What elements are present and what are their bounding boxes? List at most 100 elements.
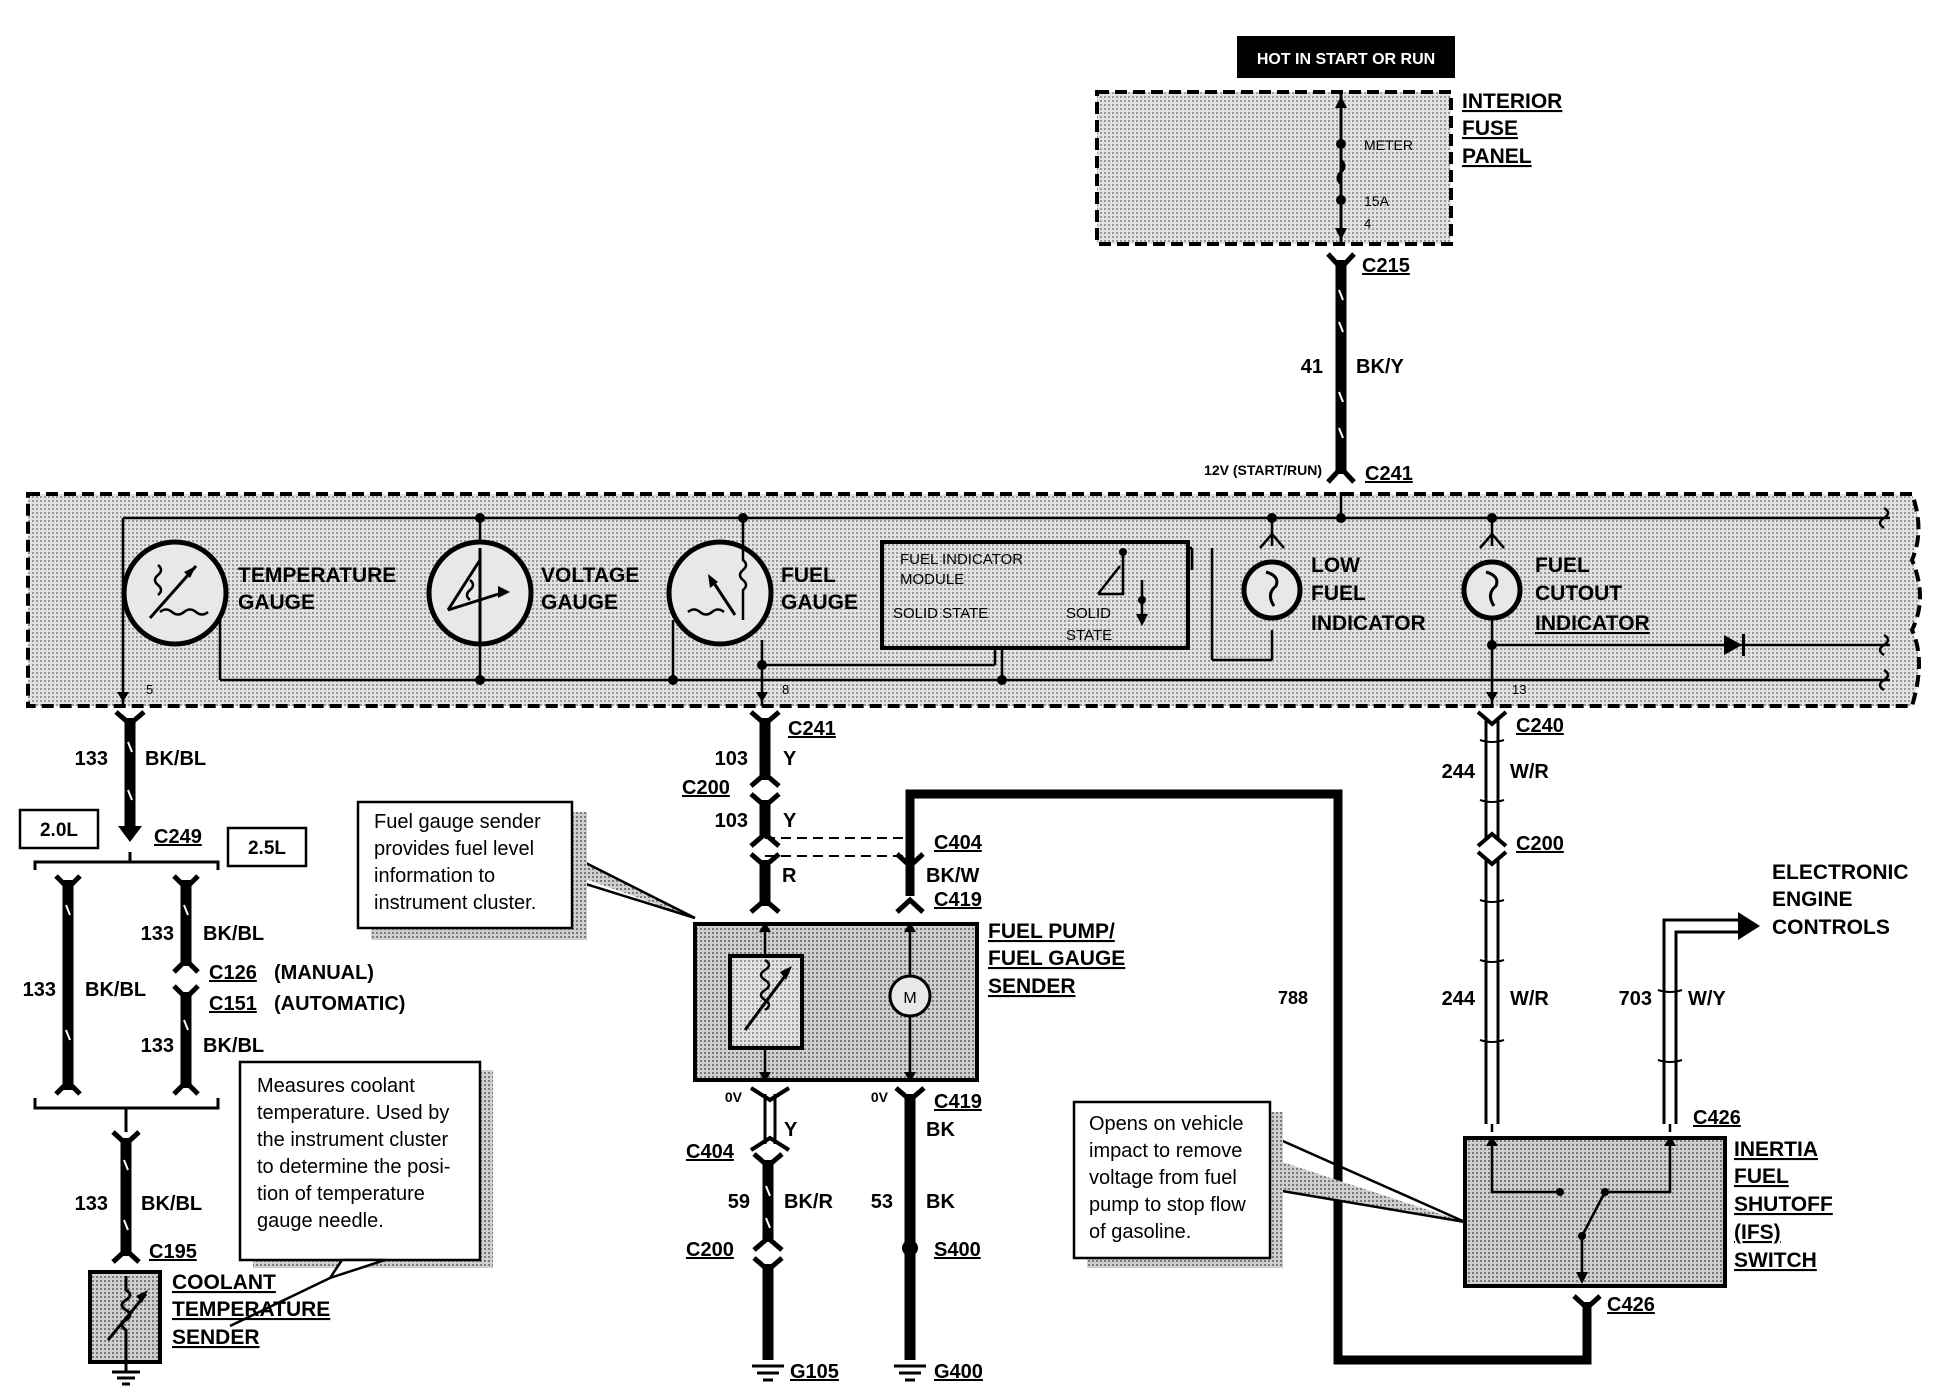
low-fuel-label-2: FUEL (1311, 582, 1366, 605)
connector-c404-b: C404 (686, 1141, 735, 1163)
connector-c126: C126 (209, 962, 257, 984)
note-inertia-2: impact to remove (1089, 1140, 1242, 1162)
ifs-label-1: INERTIA (1734, 1138, 1818, 1161)
connector-c426-a: C426 (1693, 1107, 1741, 1129)
low-fuel-label-3: INDICATOR (1311, 612, 1426, 635)
wire-133-d-color: BK/BL (141, 1193, 202, 1215)
voltage-gauge-label-1: VOLTAGE (541, 564, 639, 587)
wire-103-b-color: Y (783, 810, 797, 832)
wire-53-number: 53 (871, 1191, 893, 1213)
fuel-pump-motor-icon (888, 974, 932, 1018)
engine-2.5L-box (226, 826, 308, 868)
note-coolant-1: Measures coolant (257, 1075, 415, 1097)
fuse-name: METER (1364, 137, 1413, 153)
wire-103-a-color: Y (783, 748, 797, 770)
coolant-sender-label-2: TEMPERATURE (172, 1298, 330, 1321)
fuse-panel-title-3: PANEL (1462, 145, 1532, 168)
note-inertia-5: of gasoline. (1089, 1221, 1191, 1243)
note-inertia-1: Opens on vehicle (1089, 1113, 1244, 1135)
fuel-module-label-1: FUEL INDICATOR (900, 551, 1023, 568)
temperature-gauge-label-2: GAUGE (238, 591, 315, 614)
wire-r-color: R (782, 865, 797, 887)
wire-bkw-color: BK/W (926, 865, 979, 887)
wire-41-number: 41 (1301, 356, 1323, 378)
wire-y-color: Y (784, 1119, 798, 1141)
wire-41-color: BK/Y (1356, 356, 1404, 378)
note-coolant-2: temperature. Used by (257, 1102, 449, 1124)
fuel-module-label-3: SOLID STATE (893, 605, 988, 622)
pin-8: 8 (782, 682, 789, 697)
note-coolant-5: tion of temperature (257, 1183, 425, 1205)
variant-automatic: (AUTOMATIC) (274, 993, 405, 1015)
wire-244-b-number: 244 (1442, 988, 1476, 1010)
fuse-panel (1095, 90, 1453, 246)
wire-59-number: 59 (728, 1191, 750, 1213)
wire-133-c-number: 133 (141, 1035, 174, 1057)
connector-c249: C249 (154, 826, 202, 848)
ifs-label-3: SHUTOFF (1734, 1193, 1833, 1216)
wire-53-color: BK (926, 1191, 955, 1213)
wire-133-a-number: 133 (23, 979, 56, 1001)
connector-c195: C195 (149, 1241, 197, 1263)
wire-133-top-number: 133 (75, 748, 108, 770)
engine-2.0L-box (18, 808, 100, 850)
fuse-panel-title-1: INTERIOR (1462, 90, 1562, 113)
wire-133-d-number: 133 (75, 1193, 108, 1215)
pin-5: 5 (146, 682, 153, 697)
eec-label-2: ENGINE (1772, 888, 1853, 911)
fuel-pump-label-2: FUEL GAUGE (988, 947, 1125, 970)
wire-788-number: 788 (1278, 988, 1308, 1008)
fuel-cutout-label-3: INDICATOR (1535, 612, 1650, 635)
connector-c419-b: C419 (934, 1091, 982, 1113)
fuse-number: 4 (1364, 216, 1371, 231)
connector-s400: S400 (934, 1239, 981, 1261)
wire-59-color: BK/R (784, 1191, 833, 1213)
fuel-gauge-label-2: GAUGE (781, 591, 858, 614)
connector-c241-top: C241 (1365, 463, 1413, 485)
connector-c200-b: C200 (686, 1239, 734, 1261)
connector-c151: C151 (209, 993, 257, 1015)
note-fuel-4: instrument cluster. (374, 892, 536, 914)
wire-703-color: W/Y (1688, 988, 1726, 1010)
ground-g400: G400 (934, 1361, 983, 1383)
note-inertia-box (1072, 1100, 1272, 1260)
fuel-pump-label-1: FUEL PUMP/ (988, 920, 1115, 943)
eec-label-3: CONTROLS (1772, 916, 1890, 939)
note-inertia-4: pump to stop flow (1089, 1194, 1246, 1216)
note-fuel-3: information to (374, 865, 495, 887)
ground-g105: G105 (790, 1361, 839, 1383)
connector-c404-a: C404 (934, 832, 983, 854)
engine-2.0L: 2.0L (40, 820, 78, 841)
feed-label: 12V (START/RUN) (1204, 462, 1322, 478)
fuse-panel-title-2: FUSE (1462, 117, 1518, 140)
fuel-indicator-module (880, 540, 1190, 650)
connector-c419-a: C419 (934, 889, 982, 911)
connector-c241-fuel: C241 (788, 718, 836, 740)
svg-text:M: M (903, 990, 916, 1007)
solid-state-label-2: STATE (1066, 627, 1112, 644)
solid-state-label-1: SOLID (1066, 605, 1111, 622)
note-coolant-6: gauge needle. (257, 1210, 384, 1232)
ifs-label-4: (IFS) (1734, 1221, 1781, 1244)
note-fuel-1: Fuel gauge sender (374, 811, 541, 833)
note-inertia-3: voltage from fuel (1089, 1167, 1237, 1189)
splice-s400 (902, 1240, 918, 1256)
hot-label: HOT IN START OR RUN (1257, 51, 1435, 68)
low-fuel-label-1: LOW (1311, 554, 1360, 577)
eec-label-1: ELECTRONIC (1772, 861, 1909, 884)
connector-c426-b: C426 (1607, 1294, 1655, 1316)
note-coolant-4: to determine the posi- (257, 1156, 450, 1178)
coolant-sender-label-1: COOLANT (172, 1271, 276, 1294)
pin-13: 13 (1512, 682, 1526, 697)
wire-133-c-color: BK/BL (203, 1035, 264, 1057)
fuel-cutout-label-1: FUEL (1535, 554, 1590, 577)
note-fuel-sender-box (356, 800, 574, 930)
voltage-gauge-label-2: GAUGE (541, 591, 618, 614)
note-coolant-3: the instrument cluster (257, 1129, 449, 1151)
wire-703-number: 703 (1619, 988, 1652, 1010)
wire-103-b-number: 103 (715, 810, 748, 832)
note-coolant-box (238, 1060, 482, 1262)
wire-244-b-color: W/R (1510, 988, 1549, 1010)
engine-2.5L: 2.5L (248, 838, 286, 859)
connector-c200-c: C200 (1516, 833, 1564, 855)
